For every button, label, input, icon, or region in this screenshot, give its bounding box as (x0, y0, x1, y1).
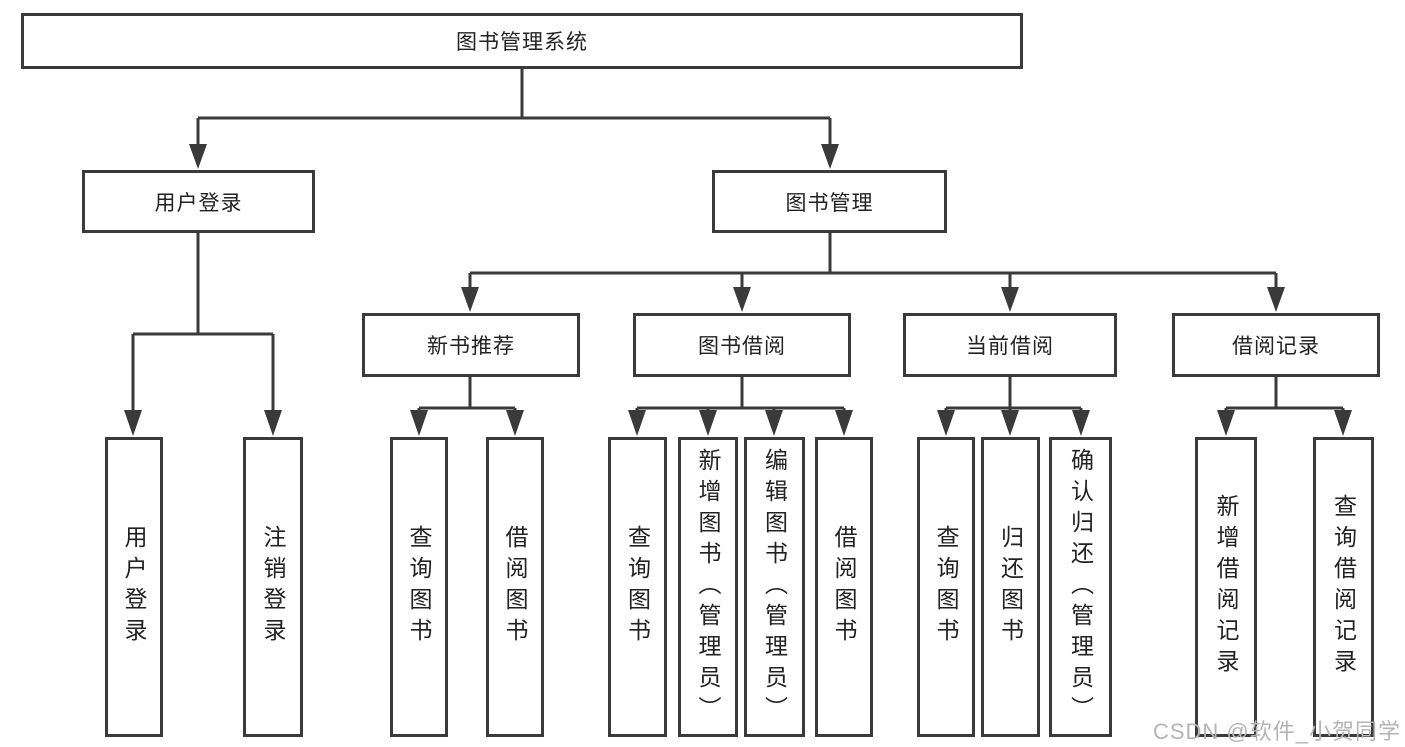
connector-group-book-borrowing (628, 377, 853, 436)
leaf-records-add-record: 新增借阅记录 (1195, 437, 1257, 737)
leaf-logout: 注销登录 (243, 437, 303, 737)
leaf-borrow-query-books: 查询图书 (608, 437, 667, 737)
node-new-book-recommend: 新书推荐 (362, 313, 580, 377)
connector-group-current-borrowing (937, 377, 1090, 436)
connector-group-user-login (124, 233, 282, 436)
node-book-management: 图书管理 (712, 170, 947, 233)
leaf-user-login: 用户登录 (105, 437, 163, 737)
node-user-login: 用户登录 (82, 170, 315, 233)
connector-group-book-management (461, 233, 1285, 312)
connector-group-root (189, 68, 839, 169)
leaf-borrow-borrow-books: 借阅图书 (815, 437, 873, 737)
leaf-current-return-books: 归还图书 (981, 437, 1040, 737)
connector-group-new-book (410, 377, 524, 436)
leaf-newbook-borrow-books: 借阅图书 (486, 437, 544, 737)
node-borrowing-records: 借阅记录 (1172, 313, 1380, 377)
leaf-borrow-edit-book-admin: 编辑图书（管理员） (744, 437, 805, 737)
leaf-current-query-books: 查询图书 (917, 437, 975, 737)
leaf-newbook-query-books: 查询图书 (390, 437, 448, 737)
node-current-borrowing: 当前借阅 (903, 313, 1117, 377)
node-root: 图书管理系统 (21, 13, 1023, 69)
connector-group-borrowing-records (1217, 377, 1352, 436)
node-book-borrowing: 图书借阅 (633, 313, 851, 377)
leaf-current-confirm-return-admin: 确认归还（管理员） (1049, 437, 1112, 737)
leaf-borrow-add-book-admin: 新增图书（管理员） (678, 437, 738, 737)
leaf-records-query-record: 查询借阅记录 (1313, 437, 1374, 737)
watermark: CSDN @软件_小贺同学 (1152, 719, 1401, 744)
